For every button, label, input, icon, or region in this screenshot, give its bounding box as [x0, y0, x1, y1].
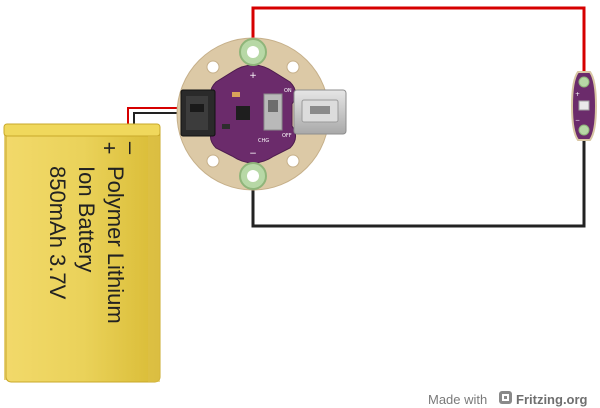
- board-hole-bottom-right: [286, 154, 300, 168]
- battery-label-line1: Polymer Lithium: [103, 166, 128, 324]
- board-minus-label: −: [249, 149, 257, 159]
- led-pad-positive: [578, 76, 590, 88]
- smd-resistor: [222, 124, 230, 129]
- lilypad-power-board: + − ON OFF CHG: [176, 37, 347, 191]
- smd-led: [232, 92, 240, 97]
- switch-on-label: ON: [284, 88, 292, 94]
- charge-label: CHG: [258, 138, 269, 144]
- board-hole-top-left: [206, 60, 220, 74]
- battery-plus-symbol: +: [97, 142, 122, 155]
- black-wire: [251, 130, 586, 228]
- battery-minus-symbol: –: [119, 142, 144, 155]
- power-switch: [263, 93, 283, 131]
- lipo-battery: + – Polymer Lithium Ion Battery 850mAh 3…: [3, 123, 161, 383]
- made-with-label: Made with: [428, 392, 487, 407]
- battery-label-line3: 850mAh 3.7V: [45, 166, 70, 300]
- smd-chip: [236, 106, 250, 120]
- led-pad-negative: [578, 124, 590, 136]
- positive-pad: [239, 38, 267, 66]
- led-minus-label: −: [575, 117, 580, 124]
- battery-lead-wires: [127, 107, 182, 124]
- fritzing-brand: Fritzing.org: [516, 392, 588, 407]
- board-hole-top-right: [286, 60, 300, 74]
- led-chip: [578, 100, 590, 111]
- switch-off-label: OFF: [282, 133, 292, 139]
- battery-label-line2: Ion Battery: [74, 166, 99, 272]
- fritzing-logo-icon: [499, 391, 512, 404]
- red-wire: [251, 6, 586, 82]
- fritzing-watermark: Made with Fritzing.org: [428, 391, 588, 407]
- board-hole-bottom-left: [206, 154, 220, 168]
- jst-connector: [180, 89, 216, 137]
- micro-usb-port: [293, 89, 347, 135]
- board-plus-label: +: [249, 71, 257, 81]
- led-board: + −: [570, 71, 598, 141]
- led-plus-label: +: [575, 91, 580, 98]
- negative-pad: [239, 162, 267, 190]
